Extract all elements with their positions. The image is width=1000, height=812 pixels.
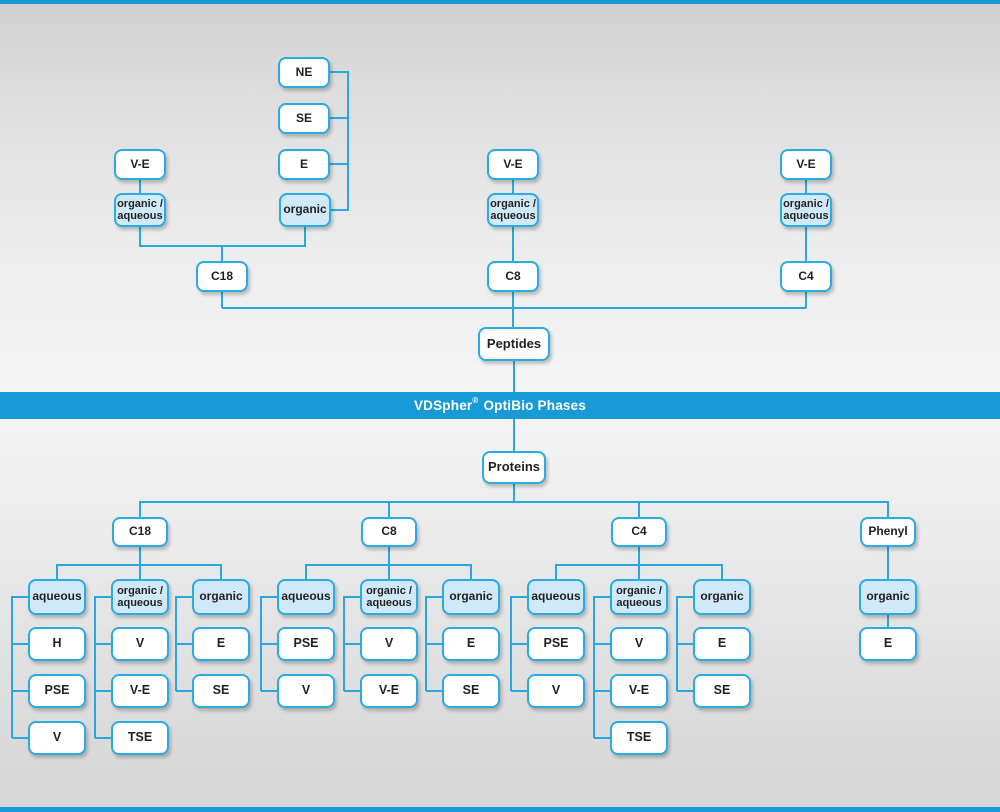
node-c18-oa-ve: V-E [111, 674, 169, 708]
node-c8-aq-pse: PSE [277, 627, 335, 661]
node-phenyl-org-e: E [859, 627, 917, 661]
node-c8-aqueous: aqueous [277, 579, 335, 615]
node-c18-oa-v: V [111, 627, 169, 661]
node-c18-aq-h: H [28, 627, 86, 661]
node-c4-organic: organic [693, 579, 751, 615]
node-peptides-root: Peptides [478, 327, 550, 361]
node-detector-ve-c4: V-E [780, 149, 832, 180]
node-eluent-e: E [278, 149, 330, 180]
node-phenyl-organic: organic [859, 579, 917, 615]
node-c4-oa-ve: V-E [610, 674, 668, 708]
node-detector-ve-c18: V-E [114, 149, 166, 180]
node-c8-org-e: E [442, 627, 500, 661]
node-c18-aq-pse: PSE [28, 674, 86, 708]
node-c4-org-se: SE [693, 674, 751, 708]
node-mode-organic-top: organic [279, 193, 331, 227]
node-c8-aq-v: V [277, 674, 335, 708]
node-c4-orgaq: organic / aqueous [610, 579, 668, 615]
node-c4-org-e: E [693, 627, 751, 661]
node-c18-orgaq: organic / aqueous [111, 579, 169, 615]
node-category-c18: C18 [112, 517, 168, 547]
node-detector-ve-c8: V-E [487, 149, 539, 180]
node-eluent-ne: NE [278, 57, 330, 88]
registered-mark: ® [472, 396, 479, 405]
banner: VDSpher® OptiBio Phases [0, 392, 1000, 419]
node-proteins-root: Proteins [482, 451, 546, 484]
node-c8-oa-ve: V-E [360, 674, 418, 708]
node-c4-aq-v: V [527, 674, 585, 708]
node-category-c4-top: C4 [780, 261, 832, 292]
node-category-c8: C8 [361, 517, 417, 547]
node-category-c18-top: C18 [196, 261, 248, 292]
node-c4-aq-pse: PSE [527, 627, 585, 661]
node-eluent-se: SE [278, 103, 330, 134]
node-c18-organic: organic [192, 579, 250, 615]
node-c18-aq-v: V [28, 721, 86, 755]
node-category-phenyl: Phenyl [860, 517, 916, 547]
banner-title-rest: OptiBio Phases [483, 398, 587, 413]
node-c18-oa-tse: TSE [111, 721, 169, 755]
node-mode-orgaq-c18: organic / aqueous [114, 193, 166, 227]
node-mode-orgaq-c8: organic / aqueous [487, 193, 539, 227]
node-c8-orgaq: organic / aqueous [360, 579, 418, 615]
node-category-c8-top: C8 [487, 261, 539, 292]
node-c8-oa-v: V [360, 627, 418, 661]
node-c4-oa-tse: TSE [610, 721, 668, 755]
node-c4-oa-v: V [610, 627, 668, 661]
bottom-accent-bar [0, 807, 1000, 812]
node-c4-aqueous: aqueous [527, 579, 585, 615]
node-category-c4: C4 [611, 517, 667, 547]
node-c18-aqueous: aqueous [28, 579, 86, 615]
node-c18-org-se: SE [192, 674, 250, 708]
node-c8-org-se: SE [442, 674, 500, 708]
top-accent-bar [0, 0, 1000, 4]
banner-brand: VDSpher [413, 398, 473, 413]
node-mode-orgaq-c4: organic / aqueous [780, 193, 832, 227]
node-c18-org-e: E [192, 627, 250, 661]
node-c8-organic: organic [442, 579, 500, 615]
